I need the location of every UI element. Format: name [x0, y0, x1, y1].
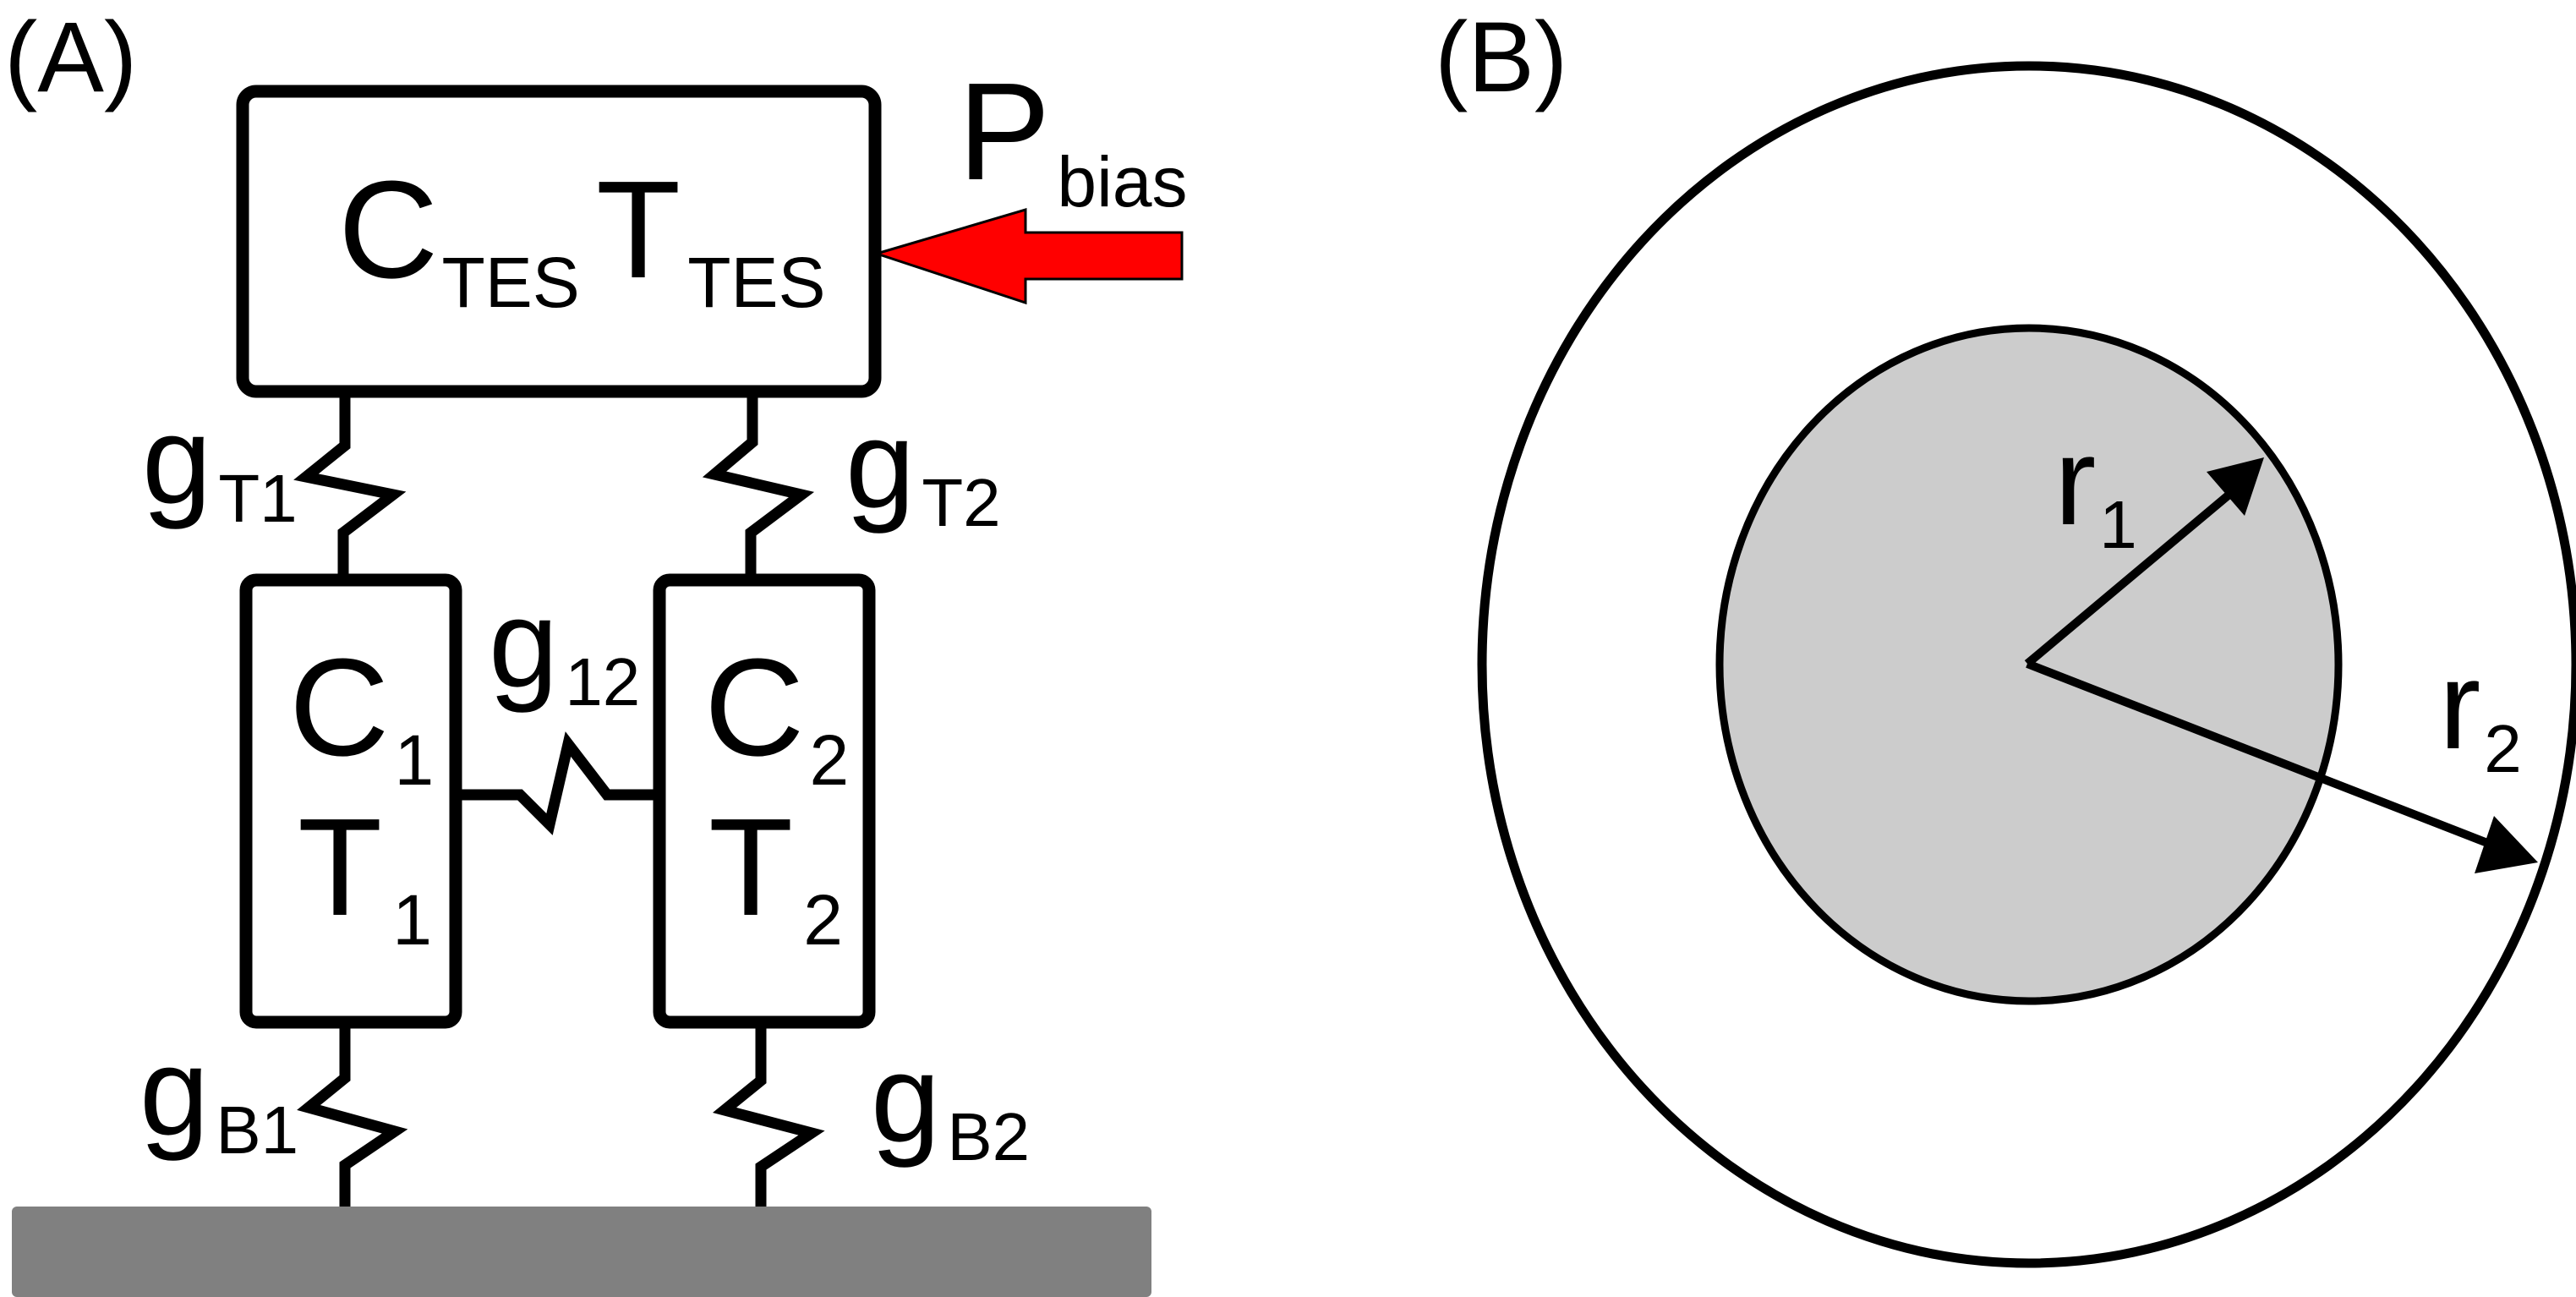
link-gT2-symbol: g [845, 395, 915, 534]
body-2-t-symbol: T [708, 790, 793, 944]
radius-r2-arrowhead [2475, 816, 2538, 873]
tes-t-symbol: T [596, 152, 681, 307]
tes-block [236, 85, 882, 398]
bias-power-arrow [872, 207, 1184, 305]
heat-bath [12, 1207, 1151, 1297]
link-gT1-symbol: g [142, 391, 211, 530]
link-gT2-spring [702, 391, 815, 580]
link-gB1-spring [297, 1022, 408, 1209]
link-g12-spring [456, 731, 659, 835]
link-g12-symbol: g [489, 574, 558, 714]
body-2-heat-capacity-label: C2 [704, 630, 849, 800]
tes-t-subscript: TES [687, 243, 825, 322]
link-gB2-spring [712, 1022, 825, 1209]
link-gB2-symbol: g [871, 1029, 940, 1168]
radius-r1-subscript: 1 [2099, 487, 2137, 562]
tes-c-symbol: C [338, 152, 438, 307]
body-2-c-subscript: 2 [809, 720, 849, 800]
tes-c-subscript: TES [441, 243, 579, 322]
link-gB1-symbol: g [139, 1022, 209, 1162]
link-gB2-subscript: B2 [947, 1099, 1030, 1174]
body-1-c-symbol: C [289, 630, 389, 785]
link-g12-subscript: 12 [565, 644, 640, 720]
panel-b-label: (B) [1435, 2, 1567, 113]
link-gT1-spring [293, 391, 407, 580]
radius-r1-arrowhead [2207, 457, 2264, 516]
radius-r2-label: r2 [2439, 636, 2522, 786]
body-2-c-symbol: C [704, 630, 804, 785]
outer-circle [1477, 61, 2576, 1268]
link-gT2-subscript: T2 [922, 465, 1000, 540]
bias-symbol: P [958, 54, 1050, 209]
body-1-block [239, 573, 462, 1029]
link-gB1-subscript: B1 [216, 1092, 298, 1168]
tes-heat-capacity-label: CTES [338, 152, 580, 322]
body-1-t-symbol: T [298, 790, 382, 944]
radius-r1-symbol: r [2054, 412, 2096, 551]
body-1-c-subscript: 1 [394, 720, 434, 800]
link-gT1-subscript: T1 [218, 461, 297, 536]
panel-b: (B) r1 r2 [1435, 2, 2576, 1268]
radius-r2-symbol: r [2439, 636, 2480, 775]
bias-power-label: Pbias [958, 54, 1188, 222]
body-1-heat-capacity-label: C1 [289, 630, 434, 800]
bias-subscript: bias [1057, 142, 1187, 222]
radius-r1-label: r1 [2054, 412, 2137, 562]
body-2-t-subscript: 2 [803, 880, 843, 960]
panel-a-label: (A) [4, 2, 137, 113]
radius-r1-shaft [2024, 485, 2240, 667]
body-1-t-subscript: 1 [392, 880, 432, 960]
radius-r2-shaft [2026, 659, 2500, 851]
radius-r2-subscript: 2 [2484, 711, 2522, 786]
tes-temperature-label: TTES [596, 152, 826, 322]
